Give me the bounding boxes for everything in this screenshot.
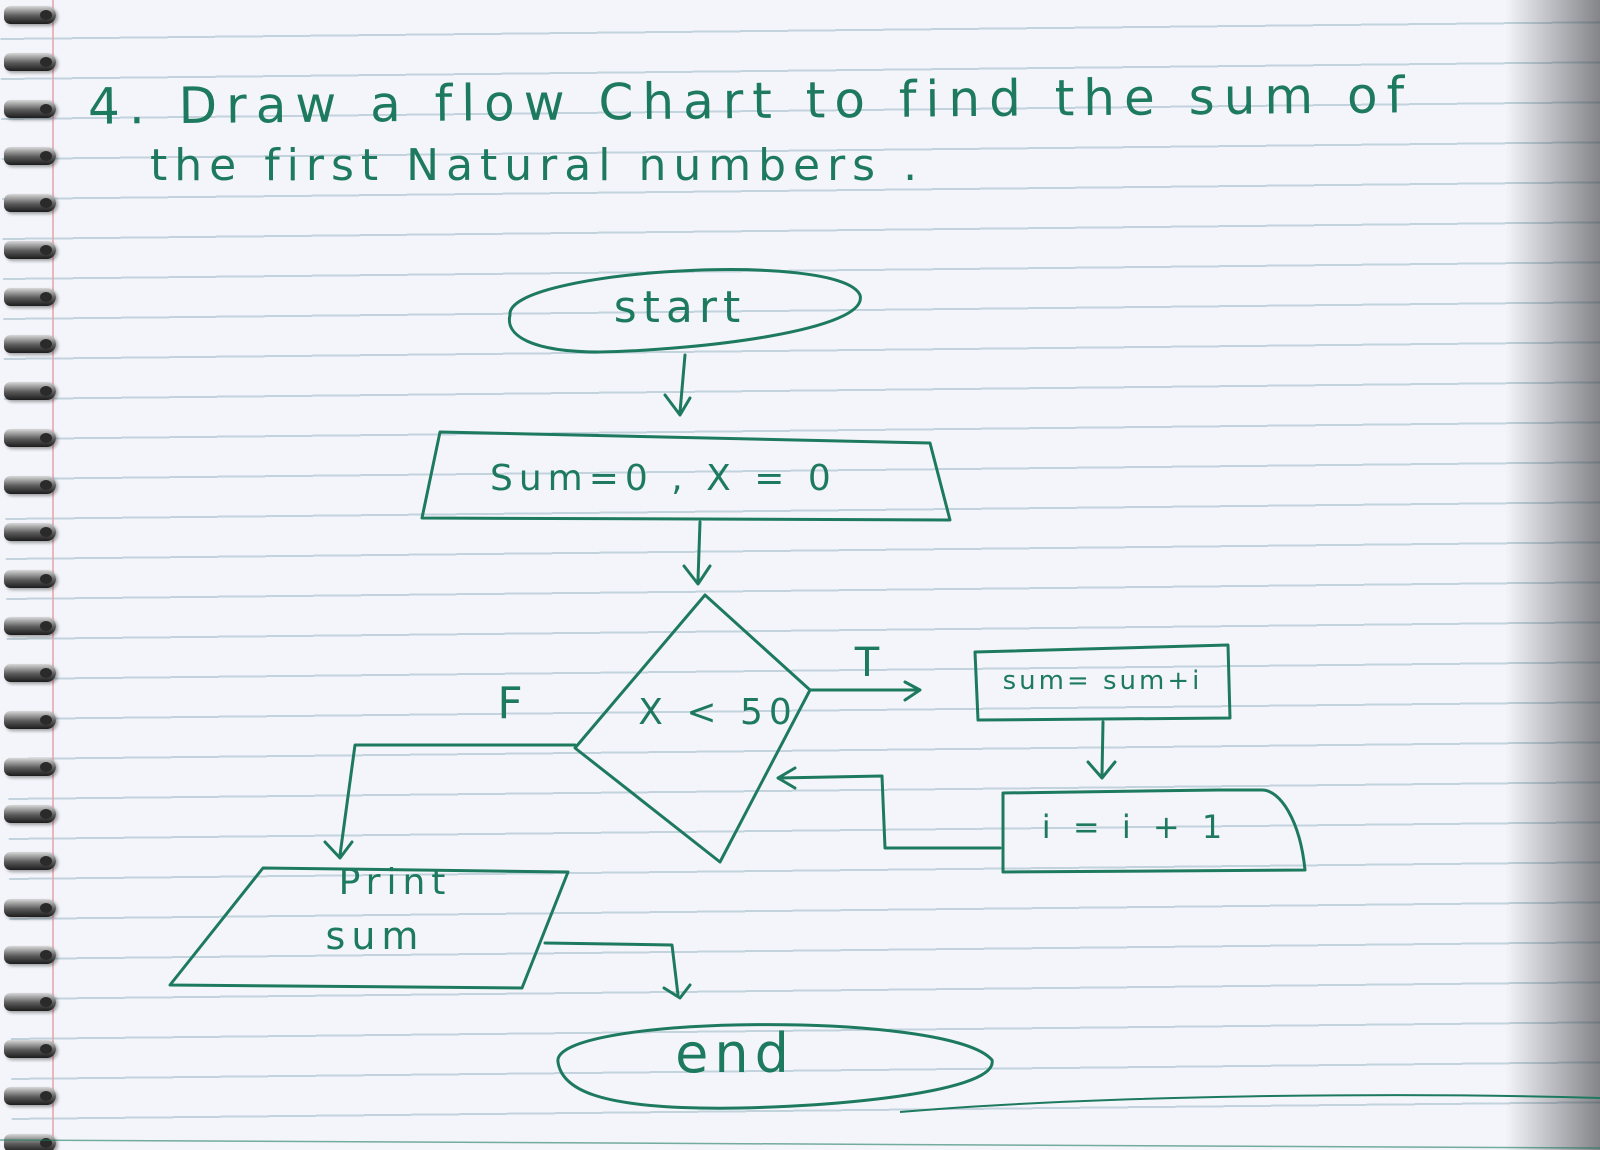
spiral-ring — [4, 6, 56, 24]
process2-box — [1001, 788, 1307, 874]
spiral-ring — [4, 993, 56, 1011]
arrow-false — [323, 743, 577, 860]
arrow-init-to-decision — [682, 520, 712, 586]
spiral-ring — [4, 53, 56, 71]
spiral-ring — [4, 1134, 56, 1150]
spiral-ring — [4, 194, 56, 212]
spiral-ring — [4, 617, 56, 635]
page-shadow — [1505, 0, 1600, 1150]
spiral-ring — [4, 523, 56, 541]
arrow-p1-to-p2 — [1086, 720, 1117, 780]
spiral-ring — [4, 476, 56, 494]
spiral-ring — [4, 147, 56, 165]
output-label-line1: Print — [338, 862, 452, 903]
process2-label: i = i + 1 — [1041, 808, 1229, 846]
spiral-ring — [4, 429, 56, 447]
end-label: end — [675, 1022, 795, 1085]
false-label: F — [497, 678, 529, 729]
arrow-loop-back — [776, 766, 1002, 850]
spiral-ring — [4, 852, 56, 870]
init-box — [420, 430, 952, 522]
spiral-ring — [4, 711, 56, 729]
spiral-ring — [4, 288, 56, 306]
spiral-ring — [4, 899, 56, 917]
spiral-ring — [4, 664, 56, 682]
arrow-true — [808, 680, 922, 702]
decision-diamond — [573, 593, 812, 864]
spiral-ring — [4, 758, 56, 776]
question-line-2: the first Natural numbers . — [150, 140, 925, 191]
true-label: T — [854, 640, 886, 686]
output-box — [168, 866, 570, 990]
spiral-ring — [4, 805, 56, 823]
process1-label: sum= sum+i — [1002, 666, 1203, 696]
start-terminator — [507, 268, 862, 354]
arrow-output-to-end — [543, 941, 692, 1000]
spiral-binding — [0, 0, 70, 1150]
process1-box — [973, 643, 1232, 722]
spiral-ring — [4, 335, 56, 353]
spiral-ring — [4, 570, 56, 588]
spiral-ring — [4, 100, 56, 118]
spiral-ring — [4, 946, 56, 964]
spiral-ring — [4, 1040, 56, 1058]
spiral-ring — [4, 241, 56, 259]
spiral-ring — [4, 382, 56, 400]
spiral-ring — [4, 1087, 56, 1105]
init-label: Sum=0 , X = 0 — [490, 458, 837, 499]
arrow-start-to-init — [663, 353, 692, 417]
start-label: start — [613, 282, 747, 333]
condition-label: X < 50 — [638, 692, 798, 733]
output-label-line2: sum — [325, 914, 425, 958]
end-terminator — [556, 1023, 994, 1110]
